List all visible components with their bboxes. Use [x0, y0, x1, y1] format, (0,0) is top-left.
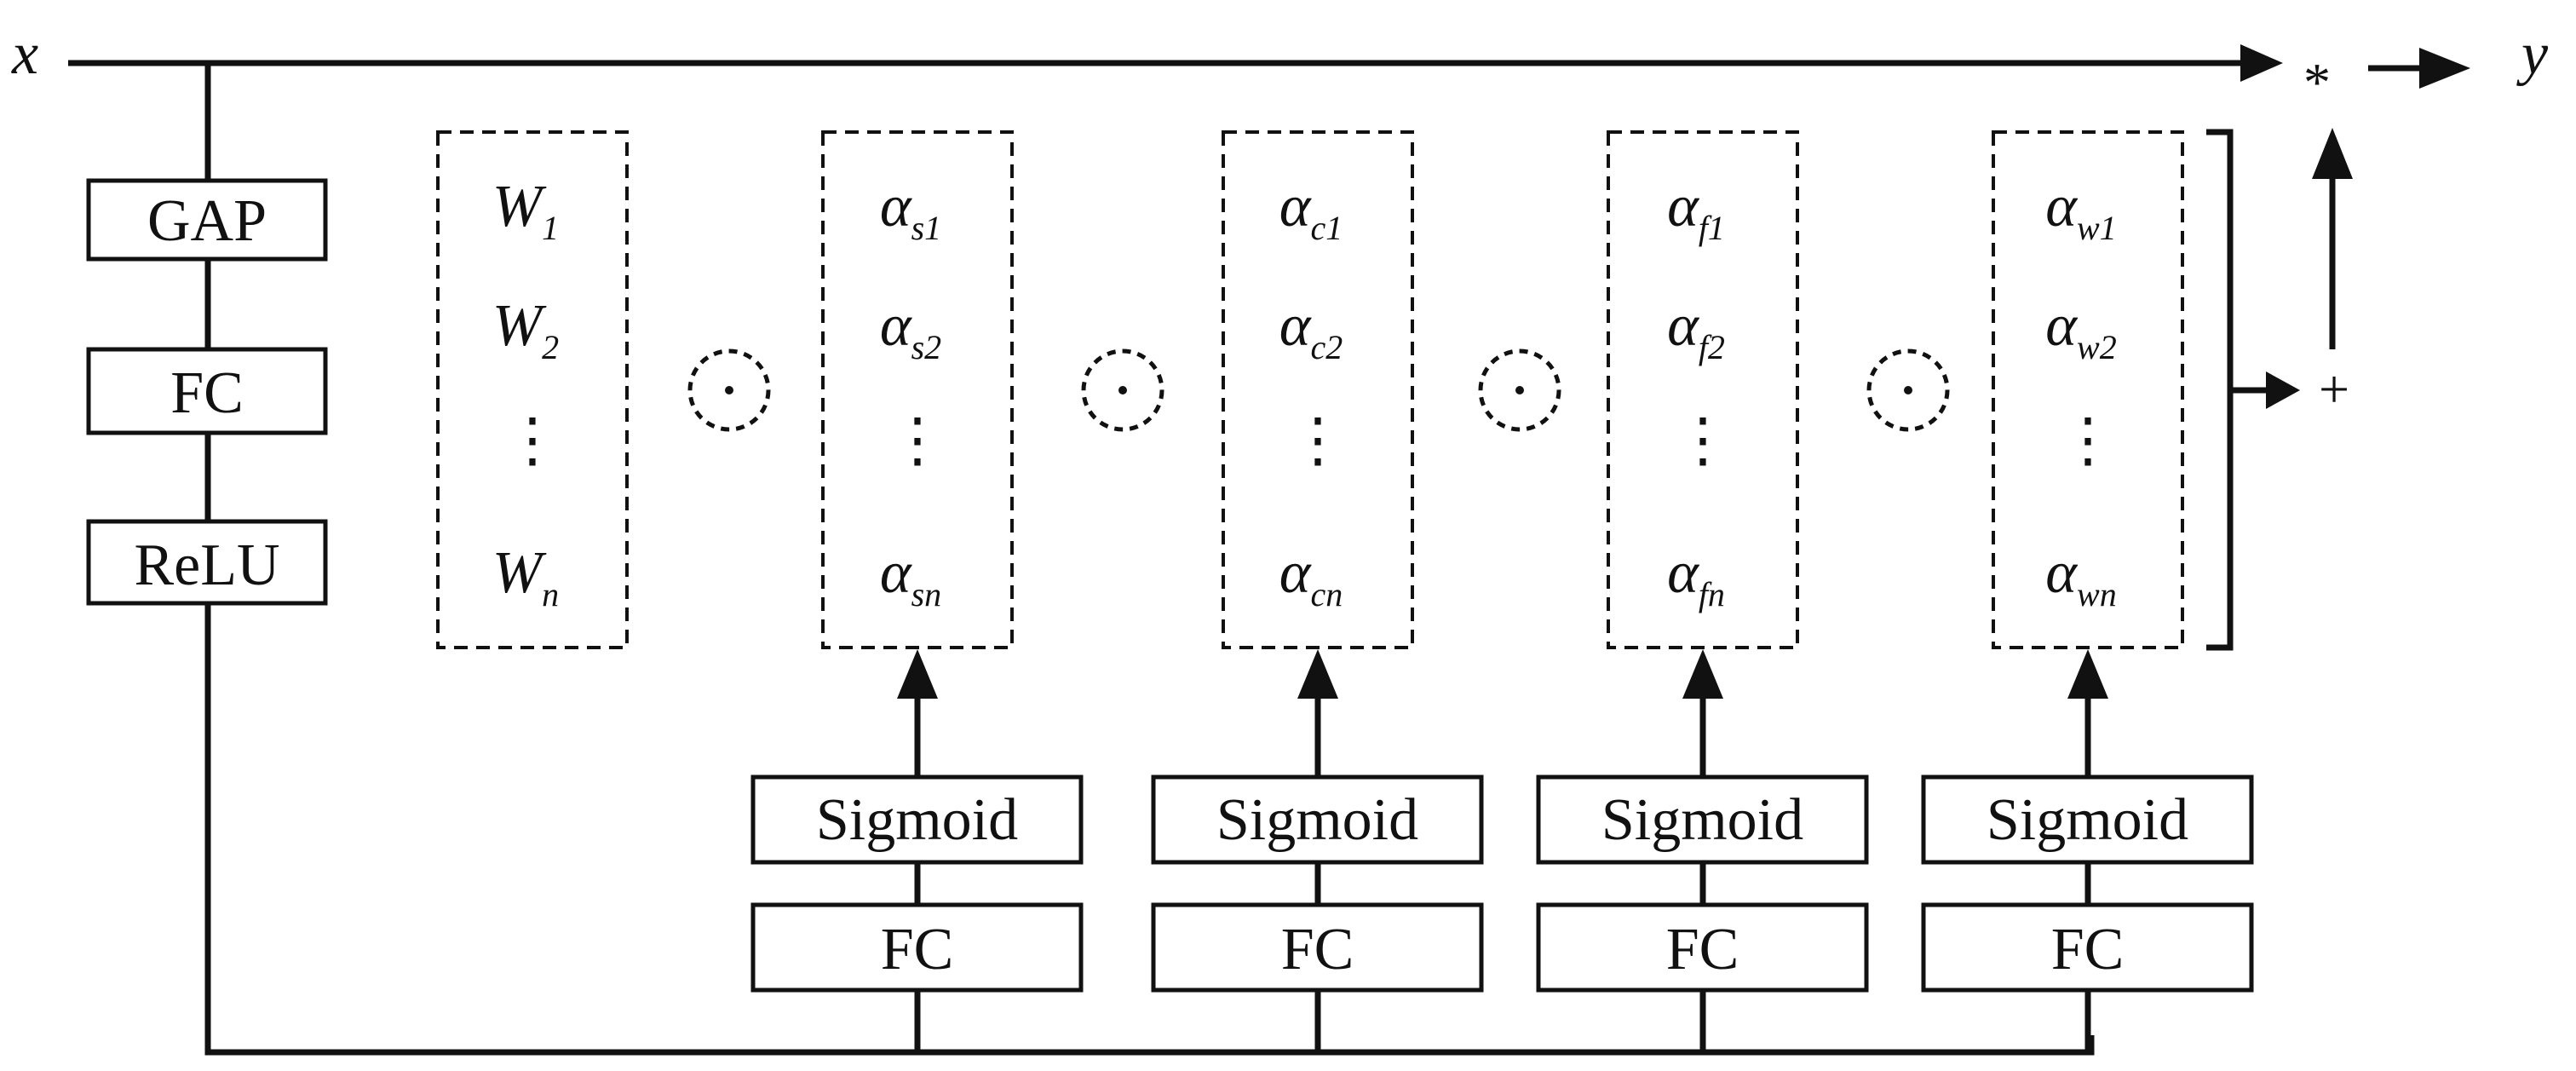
- branch-arrowhead: [1297, 649, 1338, 699]
- fc-left-label: FC: [170, 360, 244, 426]
- dashed-box: [1992, 130, 2184, 649]
- hadamard-dot: [1118, 386, 1127, 394]
- hadamard-dot: [1904, 386, 1912, 394]
- weight-symbol: αcn: [1279, 540, 1343, 613]
- output-arrowhead: [2419, 48, 2470, 89]
- weight-symbol: αf1: [1667, 174, 1725, 247]
- branch-arrowhead: [2067, 649, 2108, 699]
- gap-label: GAP: [147, 188, 267, 254]
- weight-symbol: W2: [492, 293, 559, 366]
- bracket-to-sum-arrowhead: [2266, 371, 2300, 409]
- fc-label: FC: [2051, 917, 2125, 982]
- branch-arrowhead: [1682, 649, 1723, 699]
- fc-label: FC: [1281, 917, 1354, 982]
- sum-to-multiply-arrowhead: [2312, 128, 2353, 179]
- weight-symbol: αc1: [1279, 174, 1343, 247]
- sigmoid-label: Sigmoid: [816, 787, 1018, 853]
- sigmoid-label: Sigmoid: [1601, 787, 1803, 853]
- hadamard-operator-1: [687, 348, 771, 432]
- dashed-box: [436, 130, 629, 649]
- vertical-ellipsis: ⋮: [888, 408, 947, 474]
- fc-label: FC: [881, 917, 954, 982]
- fc-label: FC: [1666, 917, 1739, 982]
- sigmoid-block: [1536, 774, 1869, 865]
- sigmoid-block: [1151, 774, 1484, 865]
- vertical-ellipsis: ⋮: [2058, 408, 2118, 474]
- hadamard-operator-4: [1866, 348, 1950, 432]
- weight-symbol: αsn: [880, 540, 941, 613]
- hadamard-operator-2: [1081, 348, 1164, 432]
- weight-symbol: αfn: [1667, 540, 1725, 613]
- weight-symbol: αs2: [880, 293, 941, 366]
- relu-block: ReLU: [86, 519, 328, 606]
- sigmoid-block: [1921, 774, 2254, 865]
- weight-symbol: αc2: [1279, 293, 1343, 366]
- fc-block: [1151, 902, 1484, 993]
- sigmoid-label: Sigmoid: [1216, 787, 1418, 853]
- weight-symbol: Wn: [492, 540, 559, 613]
- vertical-ellipsis: ⋮: [503, 408, 562, 474]
- fc-block-left: FC: [86, 347, 328, 435]
- vertical-ellipsis: ⋮: [1673, 408, 1733, 474]
- hadamard-circle: [687, 348, 771, 432]
- dashed-box: [1222, 130, 1414, 649]
- hadamard-dot: [725, 386, 733, 394]
- dashed-box: [821, 130, 1014, 649]
- weight-symbol: αwn: [2045, 540, 2116, 613]
- relu-label: ReLU: [134, 533, 279, 598]
- weight-symbol: αw1: [2045, 174, 2116, 247]
- weight-symbol: αw2: [2045, 293, 2116, 366]
- hadamard-circle: [1478, 348, 1561, 432]
- weight-symbol: W1: [492, 174, 559, 247]
- main-arrowhead: [2240, 44, 2283, 82]
- combine-bracket: [2206, 129, 2234, 651]
- add-operator: +: [2319, 359, 2349, 419]
- multiply-operator: *: [2303, 52, 2331, 112]
- weight-symbol: αs1: [880, 174, 941, 247]
- sigmoid-label: Sigmoid: [1987, 787, 2188, 853]
- vertical-ellipsis: ⋮: [1288, 408, 1348, 474]
- hadamard-circle: [1866, 348, 1950, 432]
- gap-block: GAP: [86, 178, 328, 262]
- input-label: x: [11, 21, 38, 87]
- dashed-box: [1607, 130, 1799, 649]
- hadamard-operator-3: [1478, 348, 1561, 432]
- fc-block: [1536, 902, 1869, 993]
- output-label: y: [2516, 21, 2549, 87]
- weight-symbol: αf2: [1667, 293, 1725, 366]
- hadamard-dot: [1515, 386, 1524, 394]
- sigmoid-block: [750, 774, 1084, 865]
- branch-arrowhead: [897, 649, 938, 699]
- hadamard-circle: [1081, 348, 1164, 432]
- fc-block: [750, 902, 1084, 993]
- fc-block: [1921, 902, 2254, 993]
